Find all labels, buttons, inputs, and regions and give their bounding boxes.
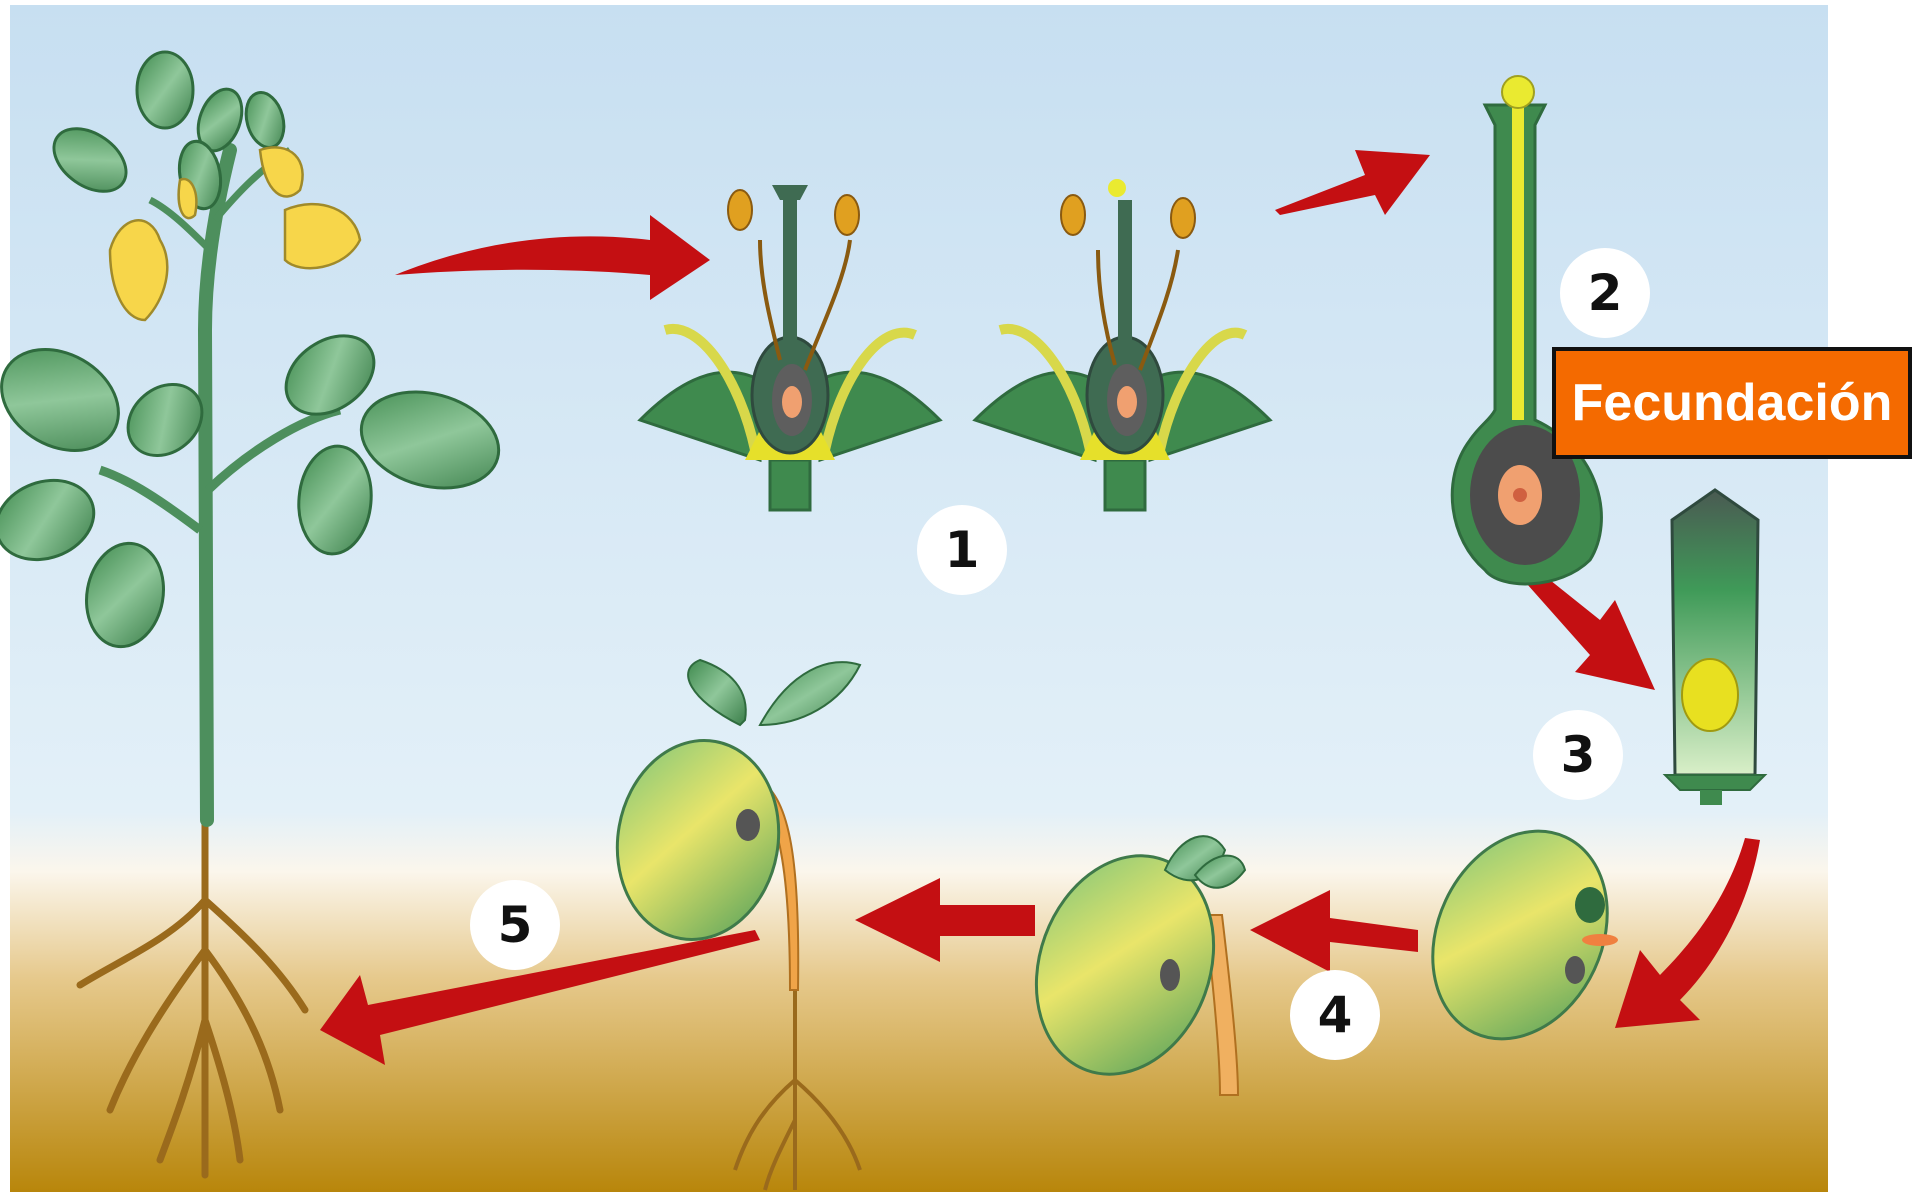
step-badge-2: 2 [1560,248,1650,338]
fertilization-label-text: Fecundación [1572,373,1893,433]
step-number-2: 2 [1588,264,1623,322]
step-number-3: 3 [1561,726,1596,784]
step-badge-1: 1 [917,505,1007,595]
fertilization-label: Fecundación [1552,347,1912,459]
step-badge-4: 4 [1290,970,1380,1060]
fruit-section [1665,490,1765,805]
step-badge-3: 3 [1533,710,1623,800]
step-number-5: 5 [498,896,533,954]
step-badge-5: 5 [470,880,560,970]
step-number-1: 1 [945,521,980,579]
step-number-4: 4 [1318,986,1353,1044]
